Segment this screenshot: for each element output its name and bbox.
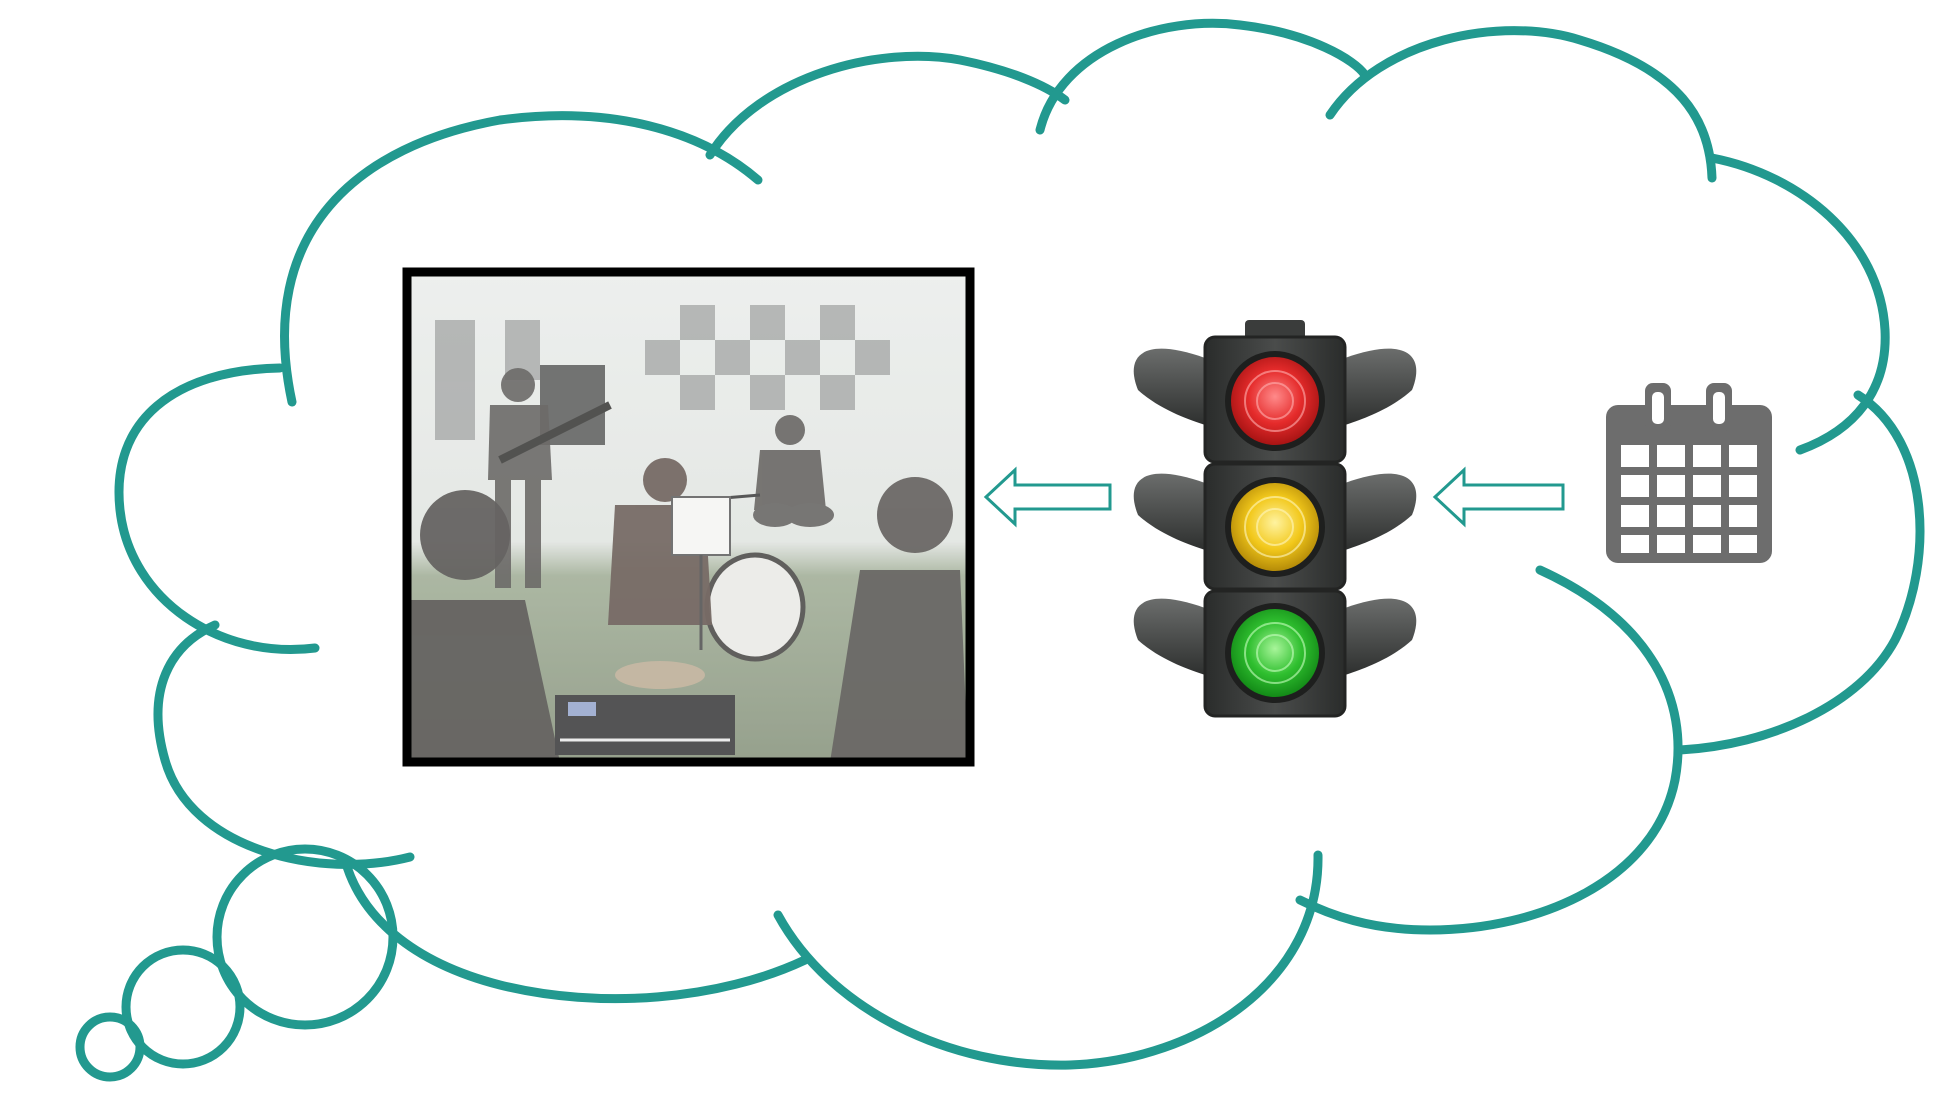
photo-frame [402, 267, 975, 767]
band-member [830, 477, 968, 762]
cloud-lobe [114, 363, 320, 654]
thought-bubble-medium [121, 945, 245, 1069]
cloud-lobe [1675, 390, 1925, 755]
cloud-lobe [340, 855, 810, 1004]
thought-cloud [114, 18, 1925, 1070]
cloud-lobe [1035, 18, 1370, 135]
thought-bubble-small [75, 1012, 145, 1082]
signal-lamp-red [1225, 351, 1325, 451]
cloud-lobe [153, 620, 415, 869]
signal-lamp-yellow [1225, 477, 1325, 577]
thought-trail [75, 844, 398, 1082]
calendar-icon [1606, 383, 1772, 563]
cloud-lobe [773, 850, 1323, 1070]
cloud-lobe [705, 51, 1070, 160]
arrow-left-outline-icon [983, 466, 1112, 528]
cloud-lobe [1325, 26, 1717, 183]
band-member [407, 490, 560, 762]
cloud-lobe [1707, 153, 1890, 455]
thought-bubble-large [212, 844, 398, 1030]
signal-lamp-green [1225, 603, 1325, 703]
band-rehearsal-photo [402, 267, 975, 767]
cloud-lobe [1295, 565, 1683, 935]
band-member [754, 415, 826, 510]
traffic-light-icon [1133, 320, 1417, 718]
cloud-lobe [280, 111, 763, 407]
arrow-left-outline-icon [1432, 466, 1565, 528]
